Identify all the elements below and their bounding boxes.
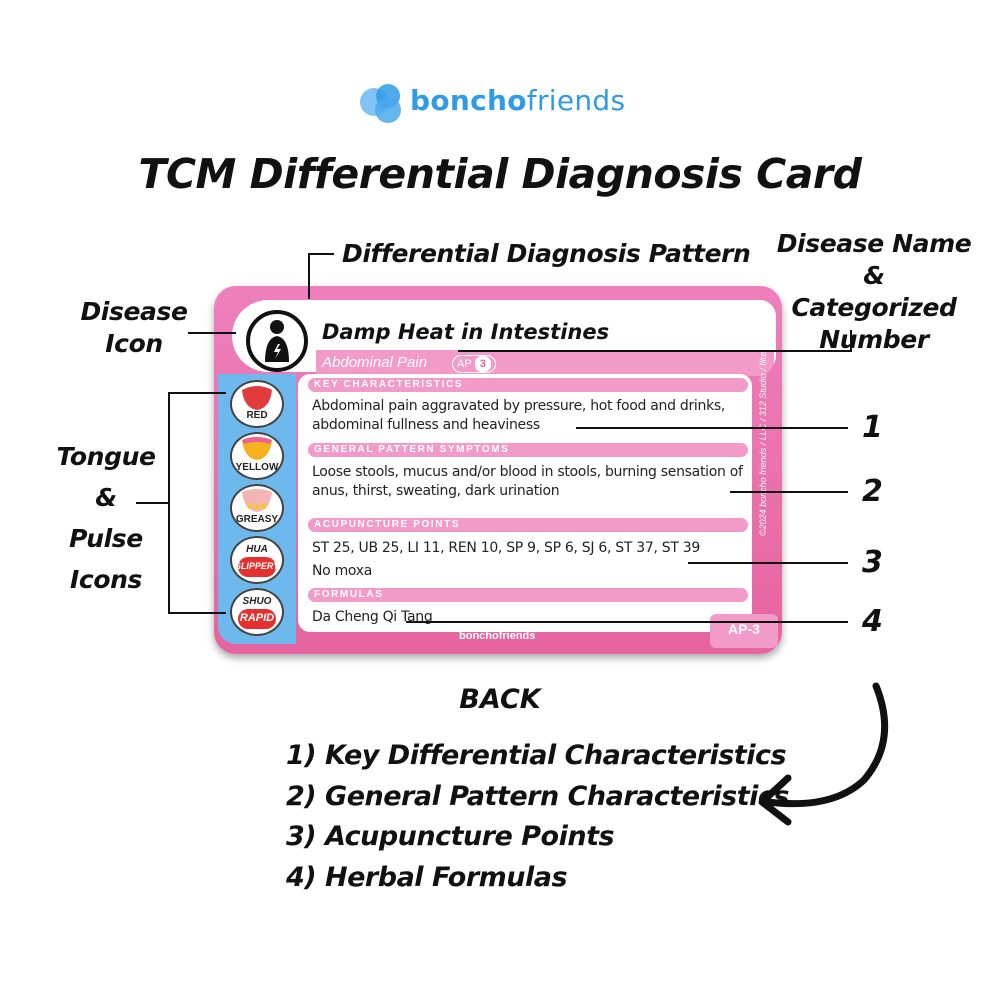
section-text-formulas: Da Cheng Qi Tang — [312, 609, 433, 625]
card-code-tab: AP-3 — [710, 614, 778, 648]
card-header: Damp Heat in Intestines Abdominal Pain A… — [232, 300, 776, 376]
callout-line — [188, 332, 236, 334]
callout-line-2 — [730, 491, 848, 493]
callout-number-2: 2 — [862, 474, 883, 509]
callout-bracket — [136, 502, 170, 504]
logo-wordmark: bonchofriends — [410, 84, 626, 117]
disease-name-label: Disease Name & Categorized Number — [776, 229, 972, 354]
callout-number-3: 3 — [862, 545, 883, 580]
tongue-yellow-icon: YELLOW — [230, 432, 284, 480]
callout-line — [308, 253, 310, 299]
page-title: TCM Differential Diagnosis Card — [138, 150, 862, 198]
tongue-pulse-label: Tongue & Pulse Icons — [56, 442, 156, 594]
section-text-acupuncture: ST 25, UB 25, LI 11, REN 10, SP 9, SP 6,… — [312, 540, 700, 556]
pulse-slippery-icon: HUA SLIPPERY — [230, 536, 284, 584]
section-heading-key: KEY CHARACTERISTICS — [308, 378, 748, 392]
section-heading-general: GENERAL PATTERN SYMPTOMS — [308, 443, 748, 457]
pattern-label: Differential Diagnosis Pattern — [342, 239, 751, 268]
disease-icon-label: Disease Icon — [80, 297, 188, 358]
callout-line-3 — [688, 562, 848, 564]
card-title: Damp Heat in Intestines — [322, 320, 610, 344]
pulse-rapid-icon: SHUO RAPID — [230, 588, 284, 636]
section-text-moxa: No moxa — [312, 563, 373, 579]
tongue-pulse-column: RED YELLOW GREASY HUA SLIPPERY SHUO RAPI… — [218, 374, 296, 644]
section-heading-acupuncture: ACUPUNCTURE POINTS — [308, 518, 748, 532]
back-item-4: 4) Herbal Formulas — [286, 862, 568, 893]
copyright-text: ©2024 boncho friends / LLC / 312 Studio … — [758, 330, 768, 536]
back-title: BACK — [459, 684, 541, 715]
logo-mark-icon — [360, 84, 401, 123]
tongue-red-icon: RED — [230, 380, 284, 428]
callout-line — [308, 253, 334, 255]
card-subtitle: Abdominal Pain — [322, 354, 428, 371]
section-text-key: Abdominal pain aggravated by pressure, h… — [312, 398, 726, 433]
callout-bracket — [168, 392, 226, 394]
callout-line — [458, 350, 852, 352]
card-footer-logo: bonchofriends — [459, 630, 536, 642]
callout-bracket — [168, 612, 226, 614]
disease-icon — [246, 310, 308, 372]
back-item-1: 1) Key Differential Characteristics — [286, 740, 787, 771]
curved-arrow-icon — [758, 682, 889, 826]
section-heading-formulas: FORMULAS — [308, 588, 748, 602]
section-text-general: Loose stools, mucus and/or blood in stoo… — [312, 464, 743, 499]
back-item-2: 2) General Pattern Characteristics — [286, 781, 789, 812]
callout-line-1 — [576, 427, 848, 429]
back-item-3: 3) Acupuncture Points — [286, 821, 615, 852]
tongue-greasy-icon: GREASY — [230, 484, 284, 532]
callout-line-4 — [406, 621, 848, 623]
card-body: KEY CHARACTERISTICS Abdominal pain aggra… — [298, 374, 752, 632]
callout-line — [850, 330, 852, 352]
brand-logo: bonchofriends — [358, 80, 648, 126]
callout-number-1: 1 — [862, 410, 883, 445]
person-icon — [265, 320, 289, 362]
callout-number-4: 4 — [862, 604, 883, 639]
diagnosis-card: Damp Heat in Intestines Abdominal Pain A… — [214, 286, 782, 654]
